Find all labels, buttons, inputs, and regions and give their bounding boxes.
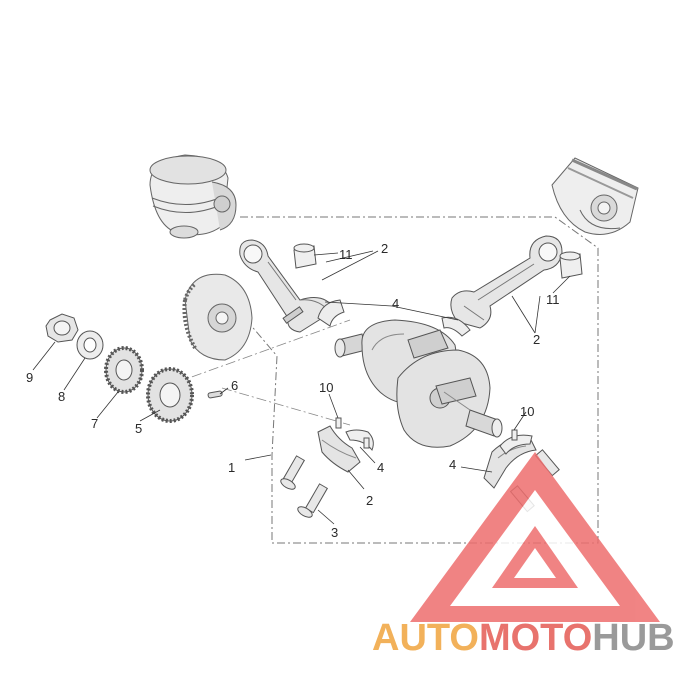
piston-left-icon [149,154,237,239]
callout-4-upper: 4 [392,296,399,311]
rod-bolt-lower-icon [297,483,329,518]
watermark-text-hub: HUB [592,617,674,659]
rod-cap-left-icon [317,425,361,473]
callout-4-lower-right: 4 [449,457,456,472]
callout-7: 7 [91,416,98,431]
connecting-rod-right-icon [450,235,563,329]
dowel-pin-right-icon [511,429,518,441]
small-gear-icon [104,346,144,394]
balancer-gear-icon [182,273,253,361]
callout-8: 8 [58,389,65,404]
callout-9: 9 [26,370,33,385]
piston-right-icon [551,157,639,235]
bushing-right-icon [559,251,583,279]
watermark-text: AUTOMOTOHUB [372,617,675,659]
bearing-shell-lower-left-icon [345,429,374,451]
dowel-pin-mid-icon [363,437,370,449]
callout-10-right: 10 [520,404,534,419]
watermark-text-moto: MOTO [479,617,592,659]
bearing-shells-upper-icon [317,299,471,337]
callout-4-lower-mid: 4 [377,460,384,475]
callout-10-left: 10 [319,380,333,395]
callout-labels: 1 2 2 2 3 4 4 4 5 6 7 8 9 10 10 11 11 [26,241,560,540]
medium-gear-icon [146,367,194,423]
callout-2-right: 2 [533,332,540,347]
callout-5: 5 [135,421,142,436]
assembly-boundary [213,216,599,544]
leader-lines [32,250,571,525]
bushing-left-icon [293,243,317,269]
watermark-triangle-notch [514,548,556,578]
washer-icon [76,330,104,360]
callout-3: 3 [331,525,338,540]
callout-1: 1 [228,460,235,475]
callout-2-upper-left: 2 [381,241,388,256]
callout-11-right: 11 [546,292,560,307]
dowel-pin-left-icon [335,417,342,429]
crankshaft-icon [334,319,503,448]
callout-6: 6 [231,378,238,393]
rod-bolt-upper-icon [280,455,306,490]
bearing-shell-lower-right-icon [499,434,533,455]
watermark-text-auto: AUTO [372,617,479,659]
watermark-logo [410,452,660,622]
nut-icon [45,313,79,343]
woodruff-key-icon [207,390,223,399]
callout-2-lower: 2 [366,493,373,508]
callout-11-left: 11 [339,247,353,262]
